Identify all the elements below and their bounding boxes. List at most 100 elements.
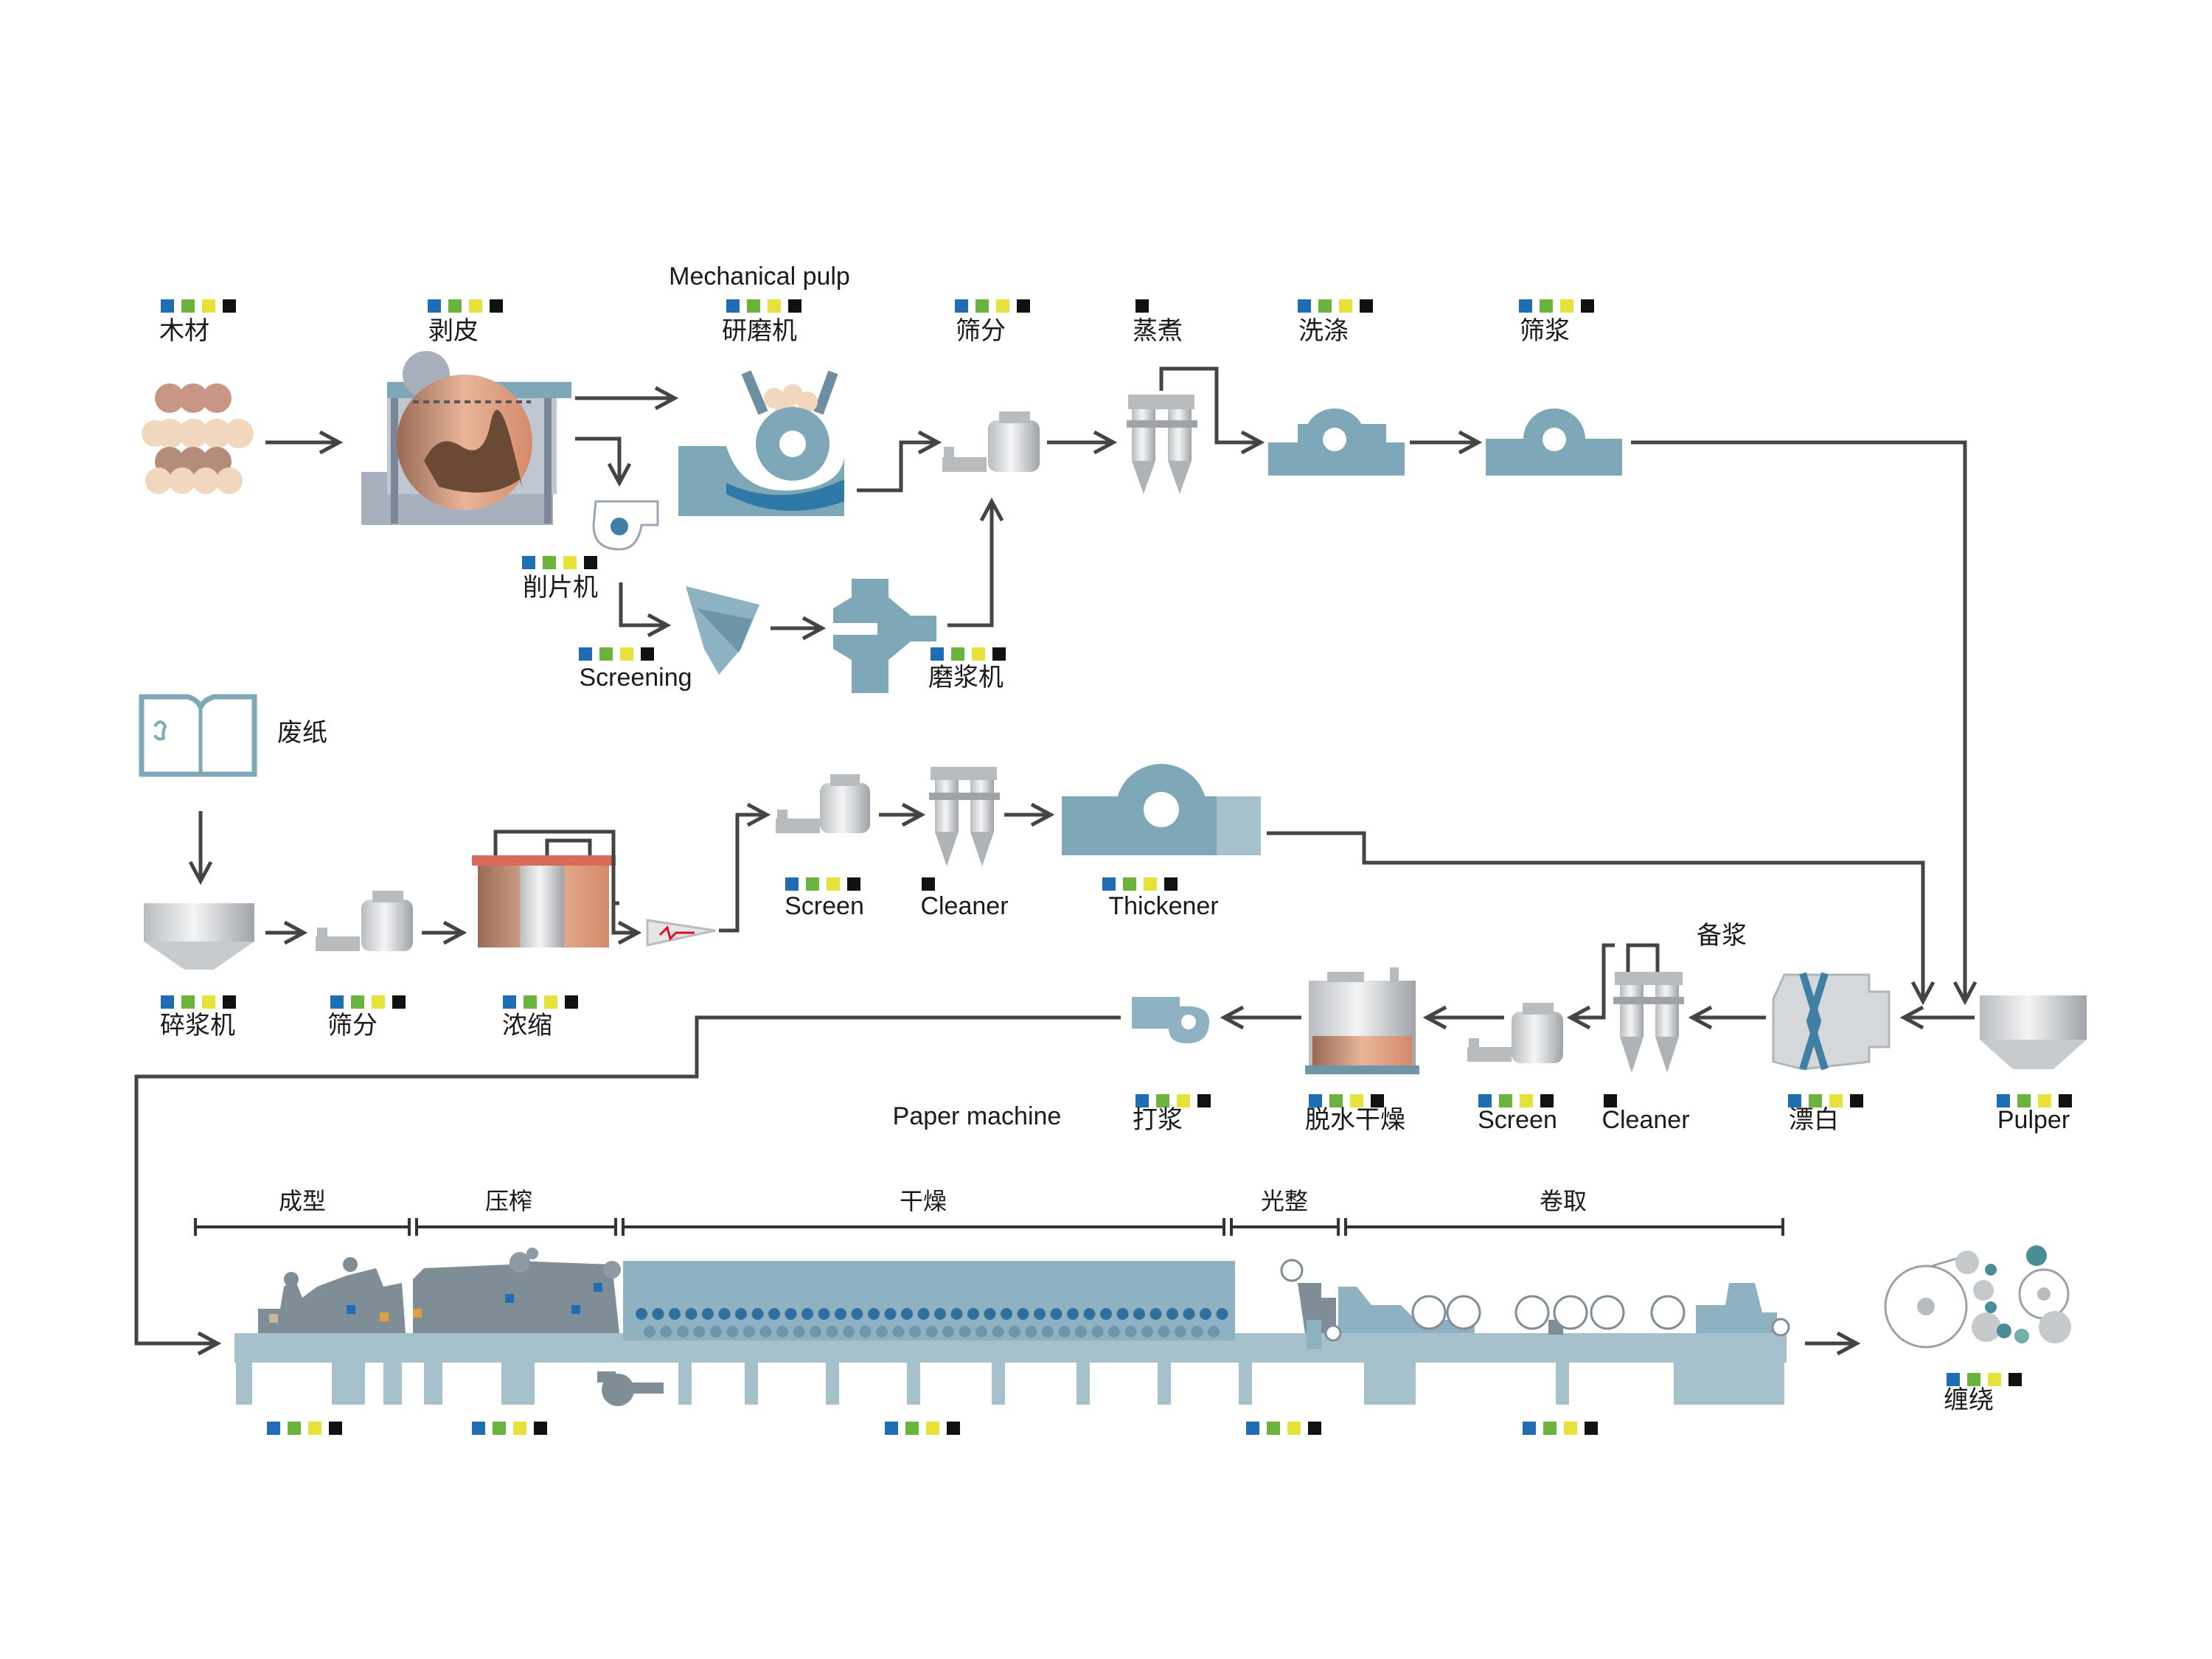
refiner-machine-icon (833, 579, 936, 693)
dryer-cylinder-lower (1108, 1326, 1120, 1338)
dryer-cylinder-lower (1009, 1326, 1020, 1338)
screen-pulp-color-codes (1519, 299, 1594, 313)
dryer-cylinder-lower (925, 1326, 938, 1338)
section-brackets (194, 1218, 1784, 1236)
arrow-chipper-to-screening (619, 582, 672, 638)
cleaner-icon-row2 (929, 767, 1000, 866)
dryer-cylinder-lower (660, 1326, 672, 1338)
dryer-cylinder-lower (876, 1326, 888, 1338)
screen-row1-color-codes (955, 299, 1030, 313)
dryer-cylinder-upper (669, 1308, 681, 1320)
arrow-thicken-to-cone (611, 903, 642, 945)
dryer-cylinder-lower (1158, 1326, 1170, 1338)
arrow-grinder-to-screen (857, 430, 942, 493)
mechanical-pulp-title: Mechanical pulp (669, 262, 850, 291)
dewater-color-codes (1309, 1094, 1384, 1107)
screen-pulp-icon (1486, 408, 1622, 476)
wash-label: 洗涤 (1298, 317, 1349, 345)
section-press-label: 压榨 (485, 1188, 532, 1214)
dryer-cylinder-upper (950, 1308, 963, 1320)
cleaner-row2-color-codes (922, 877, 935, 891)
press-color-codes (472, 1422, 547, 1435)
dryer-cylinder-lower (942, 1326, 954, 1338)
dryer-cylinder-upper (984, 1308, 996, 1320)
screen-row3-icon (1467, 1003, 1563, 1063)
pipe-thickener-to-pulper (1267, 831, 1935, 1006)
dryer-cylinder-upper (1001, 1308, 1012, 1320)
dryer-cylinder-lower (892, 1326, 905, 1338)
wood-label: 木材 (159, 317, 209, 345)
section-drying-label: 干燥 (900, 1188, 947, 1214)
beater-fan-icon (1132, 997, 1209, 1043)
dryer-cylinder-lower (1075, 1326, 1087, 1338)
screen-row3-color-codes (1478, 1094, 1554, 1107)
dryer-cylinder-upper (1100, 1308, 1112, 1320)
calender-color-codes (1246, 1422, 1321, 1435)
dryer-cylinder-upper (1050, 1308, 1062, 1320)
cook-label: 蒸煮 (1133, 317, 1183, 345)
drying-cylinders (636, 1308, 1228, 1338)
arrow-cone-to-screen-en (719, 802, 771, 933)
cleaner-icon-row3 (1613, 943, 1684, 1073)
dryer-cylinder-upper (1150, 1308, 1162, 1320)
dryer-cylinder-upper (967, 1308, 979, 1320)
dryer-cylinder-lower (776, 1326, 788, 1338)
section-forming-label: 成型 (279, 1188, 326, 1214)
dryer-cylinder-lower (1042, 1326, 1054, 1338)
screen-row1-label: 筛分 (956, 317, 1006, 345)
dewater-dryer-icon (1305, 967, 1419, 1074)
paper-machine-title: Paper machine (893, 1102, 1062, 1130)
dryer-cylinder-lower (693, 1326, 706, 1338)
dryer-cylinder-upper (1067, 1308, 1079, 1320)
wash-color-codes (1298, 299, 1373, 313)
dryer-cylinder-lower (1141, 1326, 1153, 1338)
waste-paper-label: 废纸 (277, 719, 327, 747)
dryer-cylinder-lower (810, 1326, 821, 1338)
recycled-screen-label: 筛分 (327, 1012, 378, 1040)
screen-row3-label: Screen (1478, 1106, 1557, 1134)
chipper-label: 削片机 (523, 574, 598, 602)
pressure-screen-icon-row1 (942, 411, 1040, 472)
thickener-tank-icon (472, 830, 619, 947)
cooking-cleaner-icon (1127, 394, 1197, 494)
dryer-cylinder-lower (1091, 1326, 1104, 1338)
bleach-tower-icon (1772, 972, 1891, 1071)
dryer-cylinder-lower (843, 1326, 855, 1338)
dryer-cylinder-upper (751, 1308, 764, 1320)
dryer-cylinder-upper (702, 1308, 714, 1320)
grinder-color-codes (726, 299, 801, 313)
thickener-drum-icon (1062, 764, 1261, 855)
winder-rolls-icon (1884, 1245, 2071, 1349)
waste-paper-book-icon (139, 694, 257, 777)
dryer-cylinder-lower (677, 1326, 689, 1338)
thickener-label: Thickener (1108, 892, 1218, 920)
pipe-beat-to-paper-machine (134, 1015, 1121, 1356)
dryer-cylinder-upper (636, 1308, 647, 1320)
pulper-label: Pulper (1997, 1106, 2070, 1134)
dryer-cylinder-lower (644, 1326, 655, 1338)
arrow-cleaner-loop-to-screen (1566, 943, 1615, 1030)
screen-pulp-label: 筛浆 (1520, 317, 1570, 345)
dryer-cylinder-upper (835, 1308, 846, 1320)
dryer-cylinder-lower (975, 1326, 987, 1338)
recycled-pulper-icon (144, 903, 254, 970)
reel-rolls (1280, 1259, 1790, 1342)
dryer-cylinder-lower (1175, 1326, 1186, 1338)
arrow-debark-to-chipper (575, 437, 632, 487)
dryer-cylinder-upper (685, 1308, 698, 1320)
winding-label: 缠绕 (1944, 1386, 1994, 1414)
cook-color-codes (1135, 299, 1149, 313)
dryer-cylinder-upper (1034, 1308, 1046, 1320)
screen-en-label: Screen (785, 892, 864, 920)
winding-color-codes (1947, 1373, 2022, 1386)
centri-cleaner-cone-icon (646, 919, 716, 947)
dryer-cylinder-lower (859, 1326, 872, 1338)
thicken-label: 浓缩 (502, 1012, 552, 1040)
dryer-cylinder-upper (801, 1308, 813, 1320)
debarker-machine-icon (361, 351, 571, 525)
chipper-color-codes (522, 556, 597, 569)
screen-en-icon (776, 774, 870, 833)
forming-color-codes (267, 1422, 342, 1435)
dryer-cylinder-upper (818, 1308, 830, 1320)
